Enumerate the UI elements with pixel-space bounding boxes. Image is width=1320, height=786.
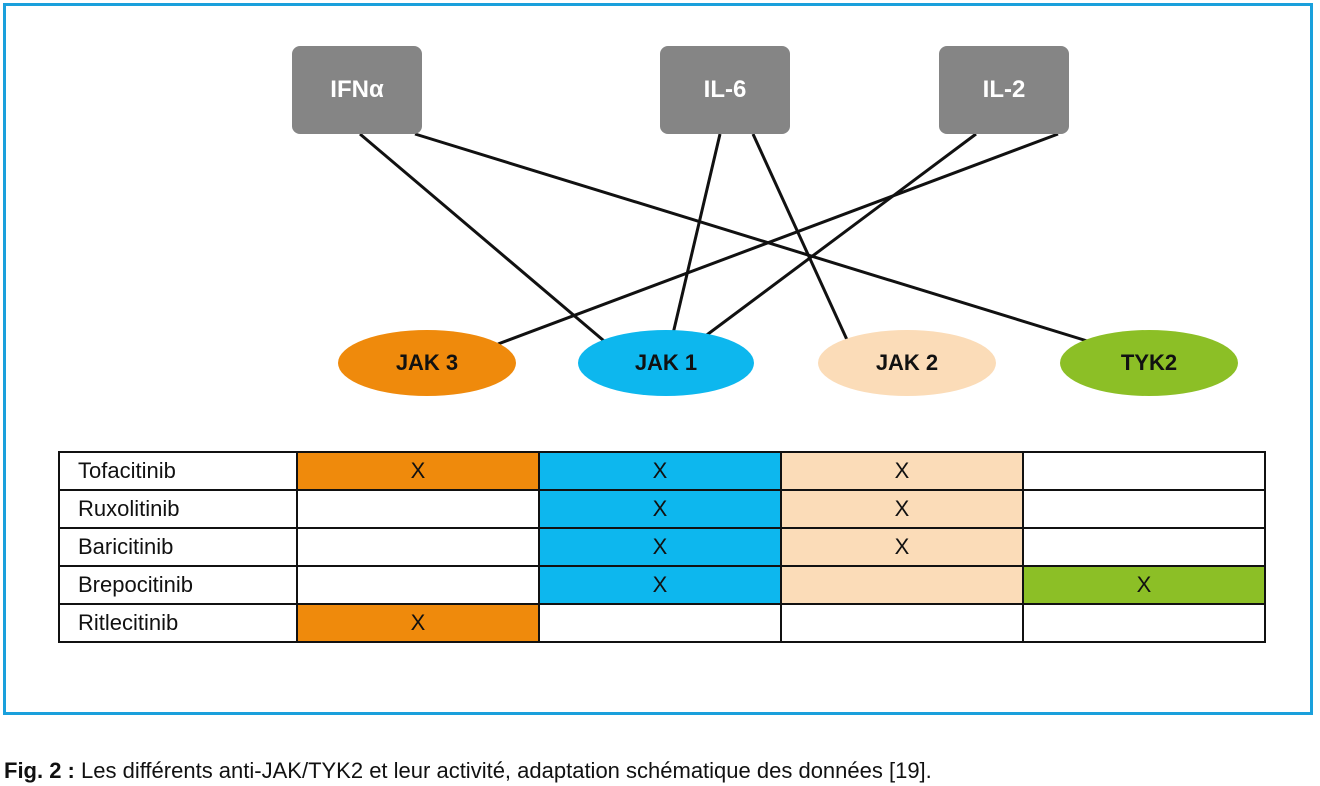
target-cell [1022,527,1266,567]
link-il6-jak2 [751,133,850,343]
target-cell: X [538,527,782,567]
drug-name: Brepocitinib [58,565,298,605]
link-il2-jak1 [699,132,977,342]
kinase-label: TYK2 [1120,350,1178,375]
kinase-label: JAK 3 [395,350,459,375]
target-cell: X [296,451,540,491]
kinase-jak3: JAK 3 [338,330,516,396]
target-cell: X [1022,565,1266,605]
target-cell [780,603,1024,643]
table-row: Tofacitinib X X X [58,451,1266,491]
drug-name: Ruxolitinib [58,489,298,529]
table-row: Ruxolitinib X X [58,489,1266,529]
target-cell: X [296,603,540,643]
target-cell: X [780,451,1024,491]
link-ifna-tyk2 [414,132,1098,346]
target-cell [296,527,540,567]
kinase-tyk2: TYK2 [1060,330,1238,396]
target-cell [780,565,1024,605]
connection-lines [359,132,1098,348]
target-cell [1022,451,1266,491]
target-cell: X [538,565,782,605]
figure-caption: Fig. 2 : Les différents anti-JAK/TYK2 et… [4,758,932,784]
target-cell [296,489,540,529]
inhibitor-table: Tofacitinib X X X Ruxolitinib X X Barici… [58,451,1266,643]
link-il6-jak1 [670,133,722,339]
target-cell [296,565,540,605]
table-row: Ritlecitinib X [58,603,1266,643]
kinase-label: JAK 2 [875,350,939,375]
target-cell: X [538,489,782,529]
target-cell: X [780,527,1024,567]
target-cell [1022,603,1266,643]
table-row: Brepocitinib X X [58,565,1266,605]
cytokine-ifna: IFNα [292,46,422,134]
target-cell [538,603,782,643]
target-cell: X [780,489,1024,529]
target-cell [1022,489,1266,529]
cytokine-il2: IL-2 [939,46,1069,134]
drug-name: Baricitinib [58,527,298,567]
link-ifna-jak1 [359,132,611,348]
drug-name: Ritlecitinib [58,603,298,643]
drug-name: Tofacitinib [58,451,298,491]
caption-text: Les différents anti-JAK/TYK2 et leur act… [81,758,932,783]
cytokine-il6: IL-6 [660,46,790,134]
kinase-jak1: JAK 1 [578,330,754,396]
caption-label: Fig. 2 : [4,758,75,783]
target-cell: X [538,451,782,491]
kinase-jak2: JAK 2 [818,330,996,396]
table-row: Baricitinib X X [58,527,1266,567]
kinase-label: JAK 1 [634,350,698,375]
link-il2-jak3 [497,132,1059,346]
